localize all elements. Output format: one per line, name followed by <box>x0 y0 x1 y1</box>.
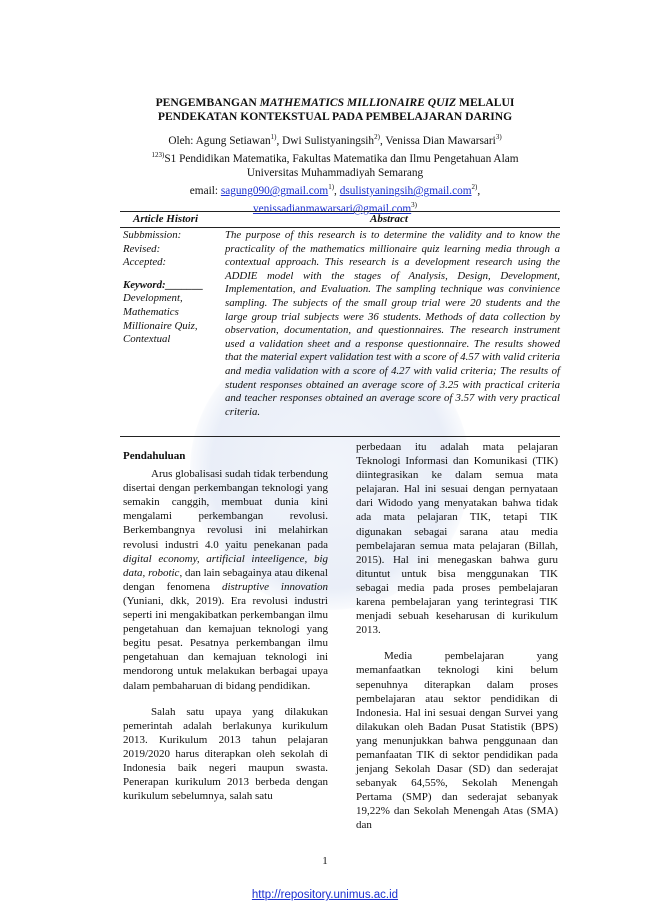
paragraph-text: , dan lain sebagainya atau dikenal denga… <box>123 566 328 593</box>
keyword-label: Keyword:_______ <box>123 278 204 291</box>
paper-title: PENGEMBANGAN MATHEMATICS MILLIONAIRE QUI… <box>100 96 570 124</box>
table-bottom-rule <box>120 436 560 437</box>
author-line: Oleh: Agung Setiawan1), Dwi Sulistyaning… <box>90 130 580 148</box>
left-column: Pendahuluan Arus globalisasi sudah tidak… <box>123 449 328 803</box>
page-number: 1 <box>322 855 328 867</box>
paragraph: Arus globalisasi sudah tidak terbendung … <box>123 467 328 693</box>
table-top-rule <box>120 211 560 212</box>
email-label: email: <box>189 184 221 197</box>
email-link-1[interactable]: sagung090@gmail.com <box>220 184 329 197</box>
affiliation-sup: 123) <box>151 150 165 159</box>
affiliation-text: S1 Pendidikan Matematika, Fakultas Matem… <box>164 152 519 165</box>
author-2-sup: 2) <box>374 133 380 141</box>
paragraph: Salah satu upaya yang dilakukan pemerint… <box>123 705 328 803</box>
submission-label: Subbmission: <box>123 229 182 241</box>
author-3: , Venissa Dian Mawarsari <box>379 134 496 147</box>
title-italic-text: MATHEMATICS MILLIONAIRE QUIZ <box>259 96 457 109</box>
revised-label: Revised: <box>123 242 161 255</box>
keyword-values: Development, Mathematics Millionaire Qui… <box>123 292 198 346</box>
author-block: Oleh: Agung Setiawan1), Dwi Sulistyaning… <box>90 130 580 216</box>
university-logo-watermark <box>190 330 470 610</box>
accepted-label: Accepted: <box>123 256 167 269</box>
article-history-header: Article Histori <box>133 213 199 225</box>
table-header-rule <box>120 227 560 228</box>
title-line-2: PENDEKATAN KONTEKSTUAL PADA PEMBELAJARAN… <box>157 110 513 123</box>
affiliation-line-2: Universitas Muhammadiyah Semarang <box>246 166 424 179</box>
email-3-sup: 3) <box>411 201 417 210</box>
paragraph: perbedaan itu adalah mata pelajaran Tekn… <box>356 441 558 637</box>
repository-link[interactable]: http://repository.unimus.ac.id <box>251 889 399 901</box>
email-link-2[interactable]: dsulistyaningsih@gmail.com <box>339 184 472 197</box>
abstract-text: The purpose of this research is to deter… <box>225 229 560 418</box>
author-1-sup: 1) <box>270 133 277 141</box>
affiliation-line-1: 123)S1 Pendidikan Matematika, Fakultas M… <box>90 148 580 166</box>
title-line-1: PENGEMBANGAN MATHEMATICS MILLIONAIRE QUI… <box>100 96 570 110</box>
author-1: Oleh: Agung Setiawan <box>168 134 271 147</box>
right-column: perbedaan itu adalah mata pelajaran Tekn… <box>356 440 558 833</box>
title-text: PENGEMBANGAN <box>155 96 260 109</box>
paragraph-italic: distruptive innovation <box>221 580 328 593</box>
section-title: Pendahuluan <box>123 450 186 462</box>
paragraph-italic: digital economy, artificial inteeligence… <box>123 552 328 579</box>
title-text-end: MELALUI <box>456 96 515 109</box>
paragraph: Media pembelajaran yang memanfaatkan tek… <box>356 650 558 832</box>
email-2-sup: 2) <box>471 183 478 192</box>
author-3-sup: 3) <box>495 133 502 141</box>
email-1-sup: 1) <box>328 183 335 192</box>
abstract-header: Abstract <box>370 213 408 225</box>
paragraph-text: (Yuniani, dkk, 2019). Era revolusi indus… <box>123 594 328 692</box>
email-line: email: sagung090@gmail.com1), dsulistyan… <box>189 183 481 197</box>
author-2: , Dwi Sulistyaningsih <box>276 134 375 147</box>
article-history: Subbmission: Revised: Accepted: Keyword:… <box>123 229 218 347</box>
paragraph-text: Arus globalisasi sudah tidak terbendung … <box>123 468 328 551</box>
